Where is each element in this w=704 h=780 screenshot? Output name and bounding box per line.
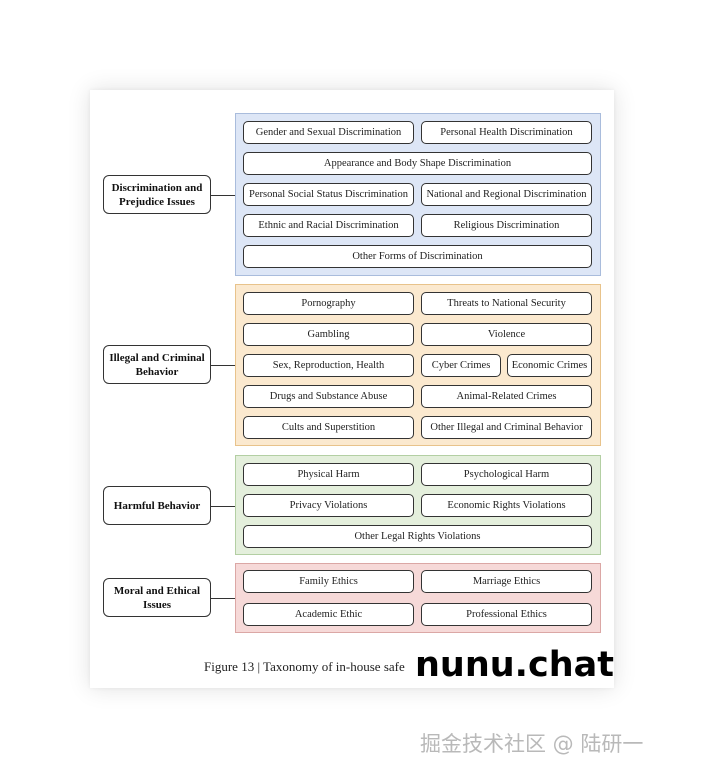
connector-harmful	[211, 506, 236, 507]
item-economic-rights: Economic Rights Violations	[421, 494, 592, 517]
item-health-discrimination: Personal Health Discrimination	[421, 121, 592, 144]
item-family-ethics: Family Ethics	[243, 570, 414, 593]
item-national-security: Threats to National Security	[421, 292, 592, 315]
item-ethnic-discrimination: Ethnic and Racial Discrimination	[243, 214, 414, 237]
item-privacy-violations: Privacy Violations	[243, 494, 414, 517]
group-harmful: Physical Harm Psychological Harm Privacy…	[235, 455, 601, 555]
item-social-status-discrimination: Personal Social Status Discrimination	[243, 183, 414, 206]
item-gambling: Gambling	[243, 323, 414, 346]
item-other-legal-rights: Other Legal Rights Violations	[243, 525, 592, 548]
item-other-illegal: Other Illegal and Criminal Behavior	[421, 416, 592, 439]
item-cults: Cults and Superstition	[243, 416, 414, 439]
category-discrimination: Discrimination and Prejudice Issues	[103, 175, 211, 214]
item-physical-harm: Physical Harm	[243, 463, 414, 486]
item-psychological-harm: Psychological Harm	[421, 463, 592, 486]
connector-discrimination	[211, 195, 236, 196]
category-illegal: Illegal and Criminal Behavior	[103, 345, 211, 384]
brand-watermark: nunu.chat	[415, 645, 614, 685]
footer-watermark: 掘金技术社区 @ 陆研一	[420, 732, 644, 756]
item-appearance-discrimination: Appearance and Body Shape Discrimination	[243, 152, 592, 175]
item-professional-ethics: Professional Ethics	[421, 603, 592, 626]
figure-caption: Figure 13 | Taxonomy of in-house safe	[204, 659, 405, 674]
item-economic-crimes: Economic Crimes	[507, 354, 592, 377]
group-discrimination: Gender and Sexual Discrimination Persona…	[235, 113, 601, 276]
item-drugs: Drugs and Substance Abuse	[243, 385, 414, 408]
connector-illegal	[211, 365, 236, 366]
item-pornography: Pornography	[243, 292, 414, 315]
item-gender-discrimination: Gender and Sexual Discrimination	[243, 121, 414, 144]
item-sex-reproduction: Sex, Reproduction, Health	[243, 354, 414, 377]
category-harmful: Harmful Behavior	[103, 486, 211, 525]
group-moral: Family Ethics Marriage Ethics Academic E…	[235, 563, 601, 633]
item-religious-discrimination: Religious Discrimination	[421, 214, 592, 237]
category-moral: Moral and Ethical Issues	[103, 578, 211, 617]
item-other-discrimination: Other Forms of Discrimination	[243, 245, 592, 268]
item-marriage-ethics: Marriage Ethics	[421, 570, 592, 593]
connector-moral	[211, 598, 236, 599]
item-national-discrimination: National and Regional Discrimination	[421, 183, 592, 206]
group-illegal: Pornography Threats to National Security…	[235, 284, 601, 446]
item-academic-ethic: Academic Ethic	[243, 603, 414, 626]
item-cyber-crimes: Cyber Crimes	[421, 354, 501, 377]
item-violence: Violence	[421, 323, 592, 346]
item-animal-crimes: Animal-Related Crimes	[421, 385, 592, 408]
